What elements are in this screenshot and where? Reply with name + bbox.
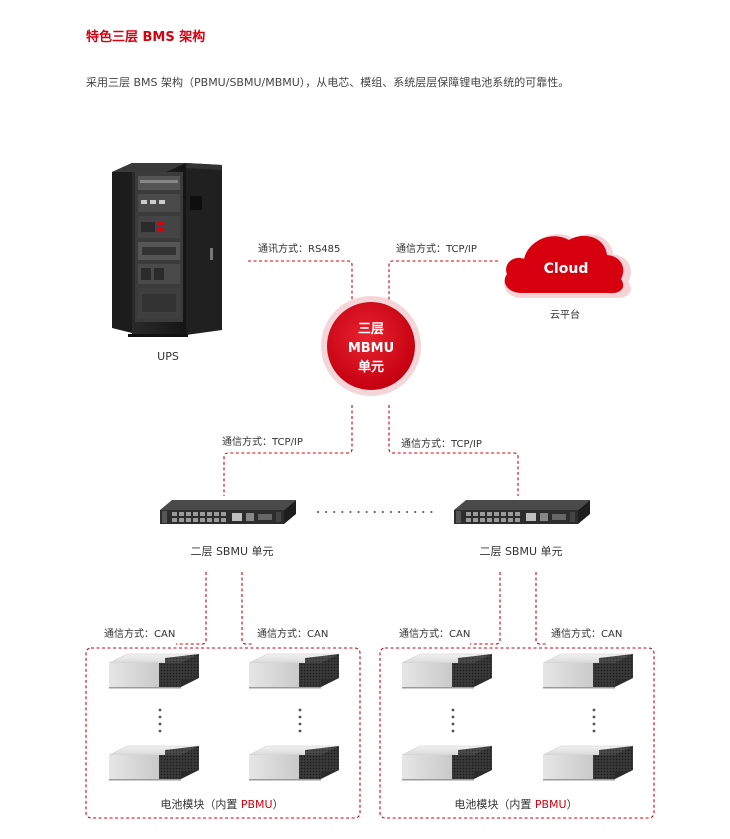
link-can-2: [242, 572, 254, 644]
mbmu-line1: 三层: [358, 322, 384, 337]
mbmu-line3: 单元: [358, 359, 384, 375]
link-mbmu-sbmu-right: [389, 405, 518, 496]
battery-module-icon: [249, 654, 339, 689]
link-cloud-mbmu-label: 通信方式：TCP/IP: [396, 242, 477, 255]
ups-label: UPS: [157, 350, 179, 363]
link-ups-mbmu: [248, 261, 352, 300]
link-can-3-label: 通信方式：CAN: [399, 627, 470, 640]
link-can-1: [176, 572, 206, 644]
battery-module-icon: [543, 746, 633, 781]
battery-module-icon: [109, 746, 199, 781]
module-ellipsis: [159, 709, 596, 733]
link-ups-mbmu-label: 通讯方式：RS485: [258, 242, 340, 255]
battery-module-icon: [402, 746, 492, 781]
battery-group-left-label: 电池模块（内置 PBMU）: [160, 797, 283, 811]
sbmu-left-label: 二层 SBMU 单元: [190, 545, 273, 558]
battery-group-right-label: 电池模块（内置 PBMU）: [454, 797, 577, 811]
link-can-1-label: 通信方式：CAN: [104, 627, 175, 640]
sbmu-switch-right-icon: [454, 500, 590, 524]
link-mbmu-sbmu-left-label: 通信方式：TCP/IP: [222, 435, 303, 448]
link-mbmu-sbmu-right-label: 通信方式：TCP/IP: [401, 437, 482, 450]
link-can-3: [470, 572, 500, 644]
mbmu-line2: MBMU: [348, 341, 394, 356]
sbmu-switch-left-icon: [160, 500, 296, 524]
link-can-2-label: 通信方式：CAN: [257, 627, 328, 640]
battery-module-icon: [543, 654, 633, 689]
ups-cabinet-icon: [112, 163, 222, 337]
link-mbmu-sbmu-left: [224, 405, 352, 496]
battery-module-icon: [249, 746, 339, 781]
cloud-text: Cloud: [544, 261, 589, 277]
link-cloud-mbmu: [389, 261, 498, 300]
link-can-4-label: 通信方式：CAN: [551, 627, 622, 640]
cloud-label: 云平台: [550, 308, 580, 321]
battery-module-icon: [402, 654, 492, 689]
link-can-4: [536, 572, 548, 644]
sbmu-right-label: 二层 SBMU 单元: [479, 545, 562, 558]
battery-module-icon: [109, 654, 199, 689]
